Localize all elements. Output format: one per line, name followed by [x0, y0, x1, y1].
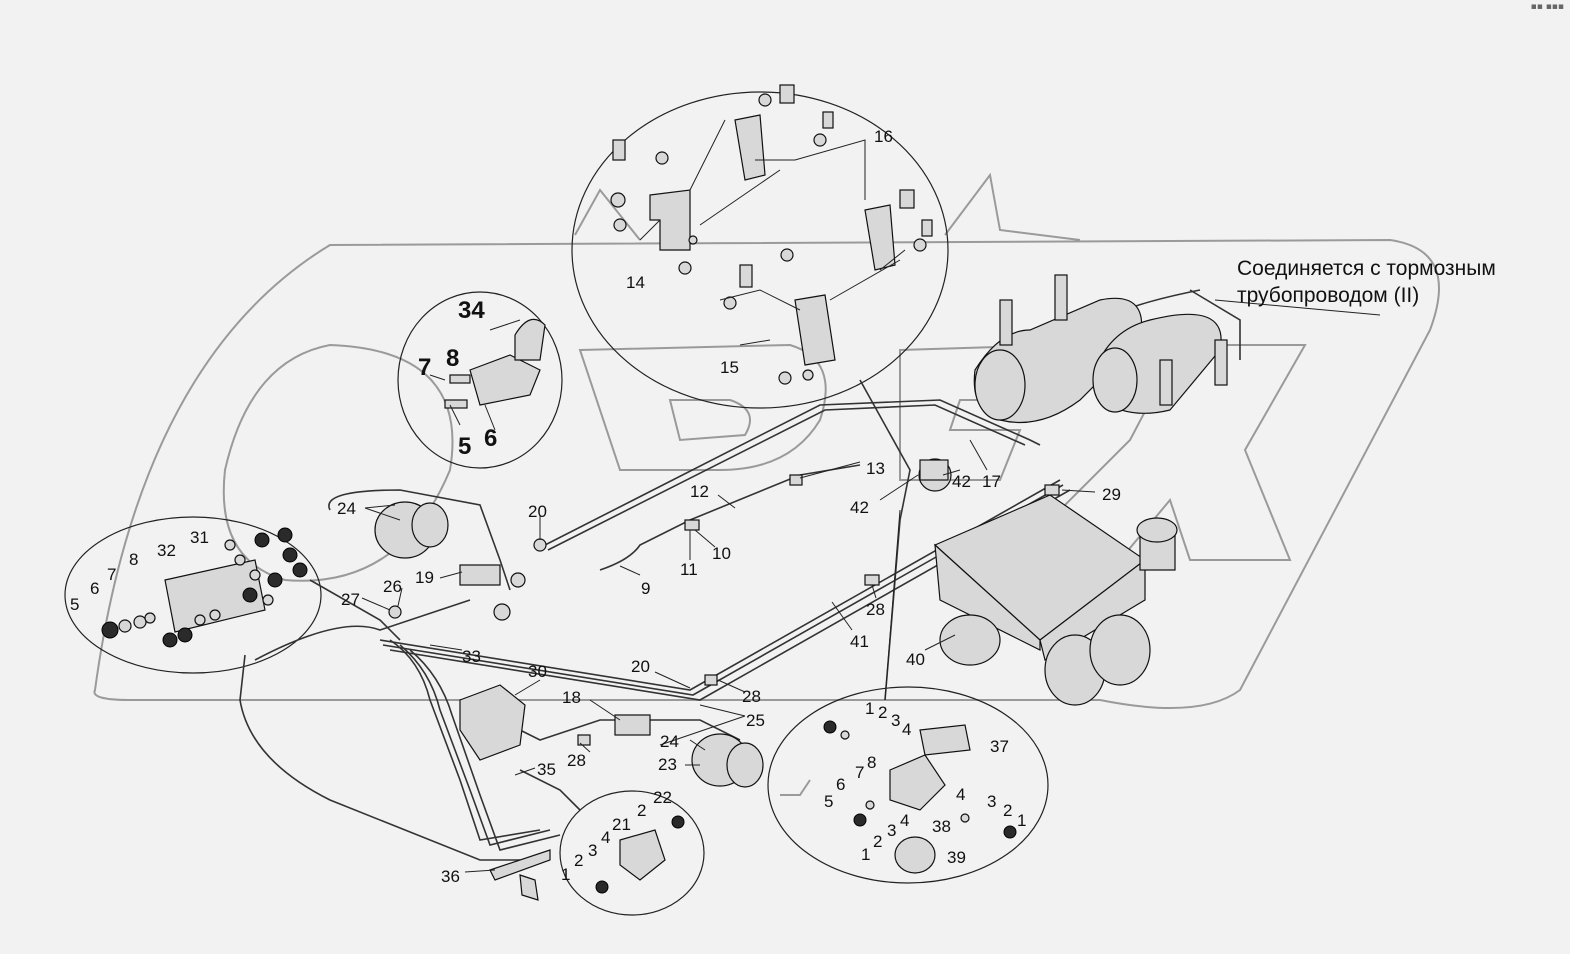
- part-label: 23: [658, 755, 677, 774]
- detail-left-labels: 34 7 8 5 6: [418, 297, 497, 460]
- detail-circles: [64, 91, 1049, 916]
- connection-note: Соединяется с тормозным трубопроводом (I…: [1237, 257, 1496, 307]
- part-label: 17: [982, 472, 1001, 491]
- part-label: 6: [90, 579, 99, 598]
- part-label: 20: [528, 502, 547, 521]
- part-label: 21: [612, 815, 631, 834]
- part-label: 24: [660, 732, 679, 751]
- part-label: 2: [637, 801, 646, 820]
- part-label: 10: [712, 544, 731, 563]
- part-label: 2: [574, 851, 583, 870]
- part-label: 1: [1017, 811, 1026, 830]
- note-line-2: трубопроводом (II): [1237, 284, 1419, 307]
- part-label: 13: [866, 459, 885, 478]
- part-label: 32: [157, 541, 176, 560]
- part-label: 9: [641, 579, 650, 598]
- part-label: 19: [415, 568, 434, 587]
- part-label: 25: [746, 711, 765, 730]
- part-label: 39: [947, 848, 966, 867]
- part-label: 42: [952, 472, 971, 491]
- part-label: 14: [626, 273, 645, 292]
- corner-mark: ▪▪ ▪▪▪: [1530, 2, 1564, 12]
- part-label: 7: [107, 565, 116, 584]
- main-components: [374, 274, 1228, 901]
- detail-circle-valve-block: [64, 516, 322, 674]
- part-label: 7: [855, 763, 864, 782]
- part-label: 41: [850, 632, 869, 651]
- part-label: 4: [900, 811, 909, 830]
- part-label: 3: [588, 841, 597, 860]
- part-label: 1: [561, 865, 570, 884]
- part-label: 28: [742, 687, 761, 706]
- part-label: 5: [458, 433, 471, 460]
- part-label: 29: [1102, 485, 1121, 504]
- part-label: 2: [878, 703, 887, 722]
- part-label: 28: [866, 600, 885, 619]
- detail-circle-valve-large: [767, 686, 1049, 884]
- detail-circle-valve-small: [559, 790, 705, 916]
- part-label: 20: [631, 657, 650, 676]
- part-label: 5: [70, 595, 79, 614]
- part-label: 38: [932, 817, 951, 836]
- leader-lines: [361, 299, 1381, 873]
- detail-top-labels: 16 14 15: [626, 127, 893, 377]
- part-label: 6: [836, 775, 845, 794]
- detail-bottom-labels: 22 2 21 4 3 2 1: [561, 788, 672, 884]
- part-label: 18: [562, 688, 581, 707]
- bracket-parts: [610, 84, 933, 385]
- part-label: 2: [1003, 801, 1012, 820]
- part-label: 4: [902, 720, 911, 739]
- part-label: 7: [418, 354, 431, 381]
- part-label: 8: [129, 550, 138, 569]
- part-label: 35: [537, 760, 556, 779]
- part-label: 8: [446, 345, 459, 372]
- valve-block-parts: [101, 527, 308, 648]
- part-label: 6: [484, 425, 497, 452]
- part-label: 22: [653, 788, 672, 807]
- part-label: 33: [462, 647, 481, 666]
- part-label: 5: [824, 792, 833, 811]
- part-label: 3: [891, 711, 900, 730]
- part-label: 36: [441, 867, 460, 886]
- part-label: 12: [690, 482, 709, 501]
- part-label: 28: [567, 751, 586, 770]
- part-label: 30: [528, 662, 547, 681]
- part-label: 11: [680, 560, 698, 579]
- detail-valve-block-labels: 32 31 5 6 7 8: [70, 528, 209, 614]
- detail-circle-crane: [397, 291, 563, 469]
- part-label: 1: [865, 699, 874, 718]
- part-label: 31: [190, 528, 209, 547]
- part-label: 24: [337, 499, 356, 518]
- part-label: 40: [906, 650, 925, 669]
- part-label: 2: [873, 832, 882, 851]
- part-label: 4: [956, 785, 965, 804]
- part-label: 37: [990, 737, 1009, 756]
- part-label: 3: [987, 792, 996, 811]
- note-line-1: Соединяется с тормозным: [1237, 257, 1496, 280]
- detail-right-labels: 1 2 3 4 37 7 8 6 5 1 2 3 4 38 4 3 2 1 39: [824, 699, 1026, 867]
- part-label: 16: [874, 127, 893, 146]
- detail-circle-brackets: [571, 91, 949, 409]
- part-label: 1: [861, 845, 870, 864]
- crane-parts: [429, 318, 546, 431]
- part-label: 8: [867, 753, 876, 772]
- part-label: 26: [383, 577, 402, 596]
- main-labels: 24 20 19 26 27 33 13 12 10 11 9 42 42 17…: [337, 459, 1121, 886]
- part-label: 42: [850, 498, 869, 517]
- part-label: 4: [601, 828, 610, 847]
- part-label: 27: [341, 590, 360, 609]
- part-label: 3: [887, 821, 896, 840]
- part-label: 34: [458, 297, 485, 324]
- part-label: 15: [720, 358, 739, 377]
